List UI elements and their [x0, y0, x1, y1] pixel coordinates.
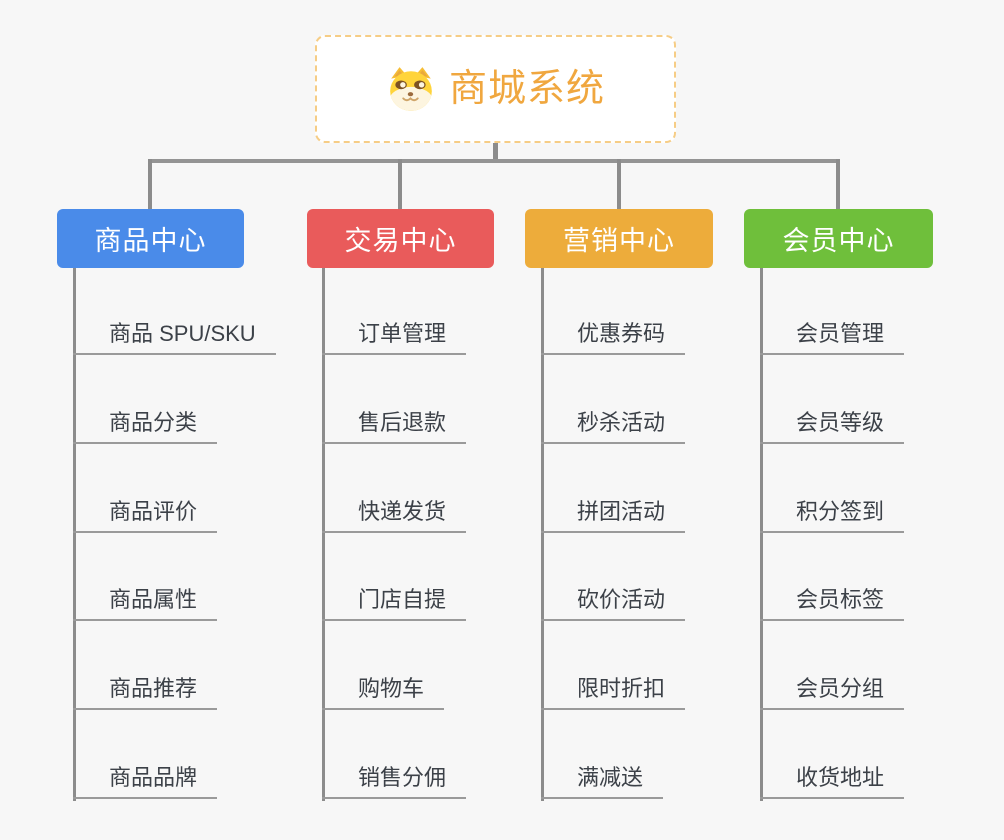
branch-label: 会员中心 — [782, 226, 895, 256]
connector-drop-member — [836, 159, 840, 209]
spine-trade-center — [322, 268, 325, 801]
shiba-dog-icon — [390, 67, 432, 111]
topic-item[interactable]: 会员等级 — [760, 410, 905, 444]
topic-item[interactable]: 砍价活动 — [541, 587, 686, 621]
topic-item[interactable]: 商品品牌 — [73, 765, 218, 799]
topic-item[interactable]: 商品分类 — [73, 410, 218, 444]
topic-item[interactable]: 购物车 — [322, 676, 445, 710]
branch-label: 营销中心 — [563, 226, 675, 256]
topic-item[interactable]: 商品属性 — [73, 587, 218, 621]
topic-item[interactable]: 满减送 — [541, 765, 664, 799]
topic-item[interactable]: 商品评价 — [73, 499, 218, 533]
topic-item[interactable]: 商品推荐 — [73, 676, 218, 710]
spine-member-center — [760, 268, 763, 801]
topic-item[interactable]: 门店自提 — [322, 587, 467, 621]
topic-item[interactable]: 积分签到 — [760, 499, 905, 533]
topic-item[interactable]: 售后退款 — [322, 410, 467, 444]
connector-root-stem — [493, 143, 498, 163]
topic-item[interactable]: 会员标签 — [760, 587, 905, 621]
connector-drop-product — [148, 159, 152, 209]
connector-drop-marketing — [617, 159, 621, 209]
topic-item[interactable]: 限时折扣 — [541, 676, 686, 710]
topic-item[interactable]: 会员管理 — [760, 321, 905, 355]
branch-node-member-center[interactable]: 会员中心 — [744, 209, 933, 268]
branch-node-marketing-center[interactable]: 营销中心 — [525, 209, 713, 268]
topic-item[interactable]: 商品 SPU/SKU — [73, 321, 276, 355]
root-title: 商城系统 — [448, 68, 605, 110]
topic-item[interactable]: 快递发货 — [322, 499, 467, 533]
spine-product-center — [73, 268, 76, 801]
branch-node-product-center[interactable]: 商品中心 — [57, 209, 244, 268]
topic-item[interactable]: 会员分组 — [760, 676, 905, 710]
topic-item[interactable]: 收货地址 — [760, 765, 905, 799]
topic-item[interactable]: 拼团活动 — [541, 499, 686, 533]
connector-drop-trade — [398, 159, 402, 209]
topic-item[interactable]: 优惠券码 — [541, 321, 686, 355]
topic-item[interactable]: 订单管理 — [322, 321, 467, 355]
connector-bus — [148, 159, 840, 163]
branch-node-trade-center[interactable]: 交易中心 — [307, 209, 494, 268]
topic-item[interactable]: 销售分佣 — [322, 765, 467, 799]
branch-label: 交易中心 — [344, 226, 457, 256]
spine-marketing-center — [541, 268, 544, 801]
topic-item[interactable]: 秒杀活动 — [541, 410, 686, 444]
branch-label: 商品中心 — [94, 226, 207, 256]
root-node[interactable]: 商城系统 — [315, 35, 676, 143]
